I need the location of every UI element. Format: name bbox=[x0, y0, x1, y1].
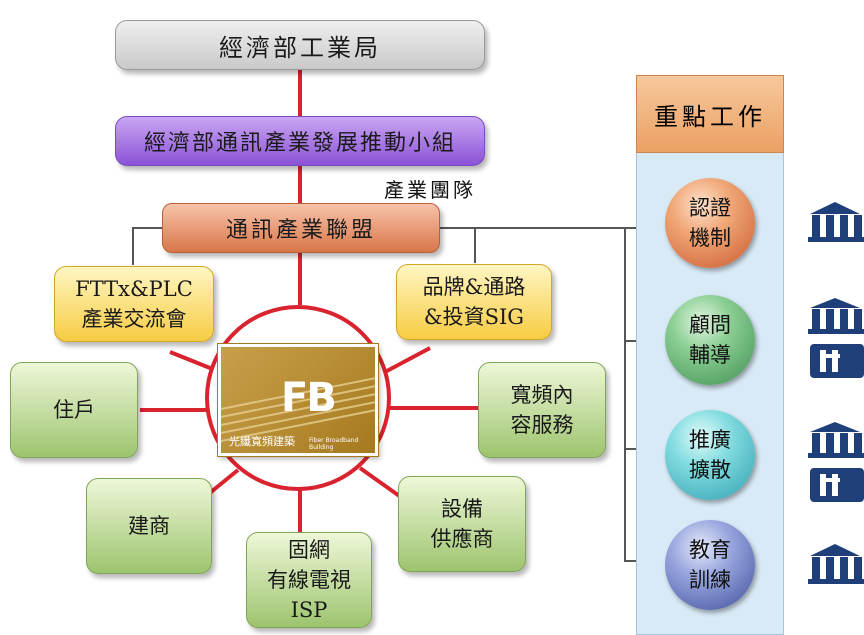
residents-label: 住戶 bbox=[53, 398, 95, 422]
institution-icon bbox=[808, 422, 864, 458]
connector-alliance-circle bbox=[298, 253, 302, 305]
promotion-ball: 推廣 擴散 bbox=[665, 410, 755, 500]
education-ball: 教育 訓練 bbox=[665, 520, 755, 610]
broadband-content-box: 寬頻內 容服務 bbox=[478, 362, 606, 458]
spoke-brand bbox=[384, 346, 431, 374]
fb-mark: FB bbox=[281, 375, 337, 421]
ministry-label: 經濟部工業局 bbox=[219, 33, 381, 62]
connector-ministry-taskforce bbox=[298, 70, 302, 116]
institution-icon bbox=[808, 298, 864, 334]
connector-alliance-left-v bbox=[132, 227, 134, 265]
broadband-content-label: 寬頻內 容服務 bbox=[510, 383, 574, 437]
brand-sig-label: 品牌&通路 &投資SIG bbox=[422, 275, 526, 329]
builders-label: 建商 bbox=[128, 514, 170, 538]
fttx-exchange-box: FTTx&PLC 產業交流會 bbox=[54, 266, 214, 342]
builders-box: 建商 bbox=[86, 478, 212, 574]
ministry-box: 經濟部工業局 bbox=[115, 20, 485, 70]
connector-alliance-right-h bbox=[440, 227, 476, 229]
isp-box: 固網 有線電視 ISP bbox=[246, 532, 372, 628]
industry-team-label: 產業團隊 bbox=[384, 178, 476, 202]
connector-alliance-panel bbox=[476, 227, 636, 229]
task-force-label: 經濟部通訊產業發展推動小組 bbox=[143, 131, 456, 156]
fb-english-name: Fiber Broadband Building bbox=[309, 437, 359, 451]
equipment-supplier-label: 設備 供應商 bbox=[430, 497, 494, 551]
education-label: 教育 訓練 bbox=[689, 538, 731, 592]
promotion-label: 推廣 擴散 bbox=[689, 428, 731, 482]
connector-alliance-left-h bbox=[132, 227, 162, 229]
residents-box: 住戶 bbox=[10, 362, 138, 458]
connector-taskforce-alliance bbox=[298, 166, 302, 203]
institution-icon bbox=[808, 202, 864, 242]
institution-icon bbox=[808, 544, 864, 584]
certification-ball: 認證 機制 bbox=[665, 178, 755, 268]
certification-label: 認證 機制 bbox=[689, 196, 731, 250]
alliance-box: 通訊產業聯盟 bbox=[162, 203, 440, 253]
fb-chinese-name: 光纖寬頻建築 bbox=[229, 435, 295, 448]
fttx-exchange-label: FTTx&PLC 產業交流會 bbox=[75, 277, 193, 331]
connector-alliance-right-v bbox=[474, 227, 476, 263]
logo-badge-icon bbox=[810, 344, 864, 378]
task-force-box: 經濟部通訊產業發展推動小組 bbox=[115, 116, 485, 166]
consulting-label: 顧問 輔導 bbox=[689, 313, 731, 367]
logo-badge-icon bbox=[810, 468, 864, 502]
consulting-ball: 顧問 輔導 bbox=[665, 295, 755, 385]
brand-sig-box: 品牌&通路 &投資SIG bbox=[396, 264, 552, 340]
fb-logo: FB 光纖寬頻建築 Fiber Broadband Building bbox=[218, 344, 378, 456]
equipment-supplier-box: 設備 供應商 bbox=[398, 476, 526, 572]
connector-bracket-v bbox=[624, 227, 626, 561]
spoke-equipment bbox=[358, 466, 407, 502]
isp-label: 固網 有線電視 ISP bbox=[267, 538, 351, 622]
key-work-title: 重點工作 bbox=[636, 75, 784, 153]
logo-stripes bbox=[221, 377, 375, 442]
spoke-fttx bbox=[169, 350, 216, 372]
alliance-label: 通訊產業聯盟 bbox=[225, 218, 376, 243]
